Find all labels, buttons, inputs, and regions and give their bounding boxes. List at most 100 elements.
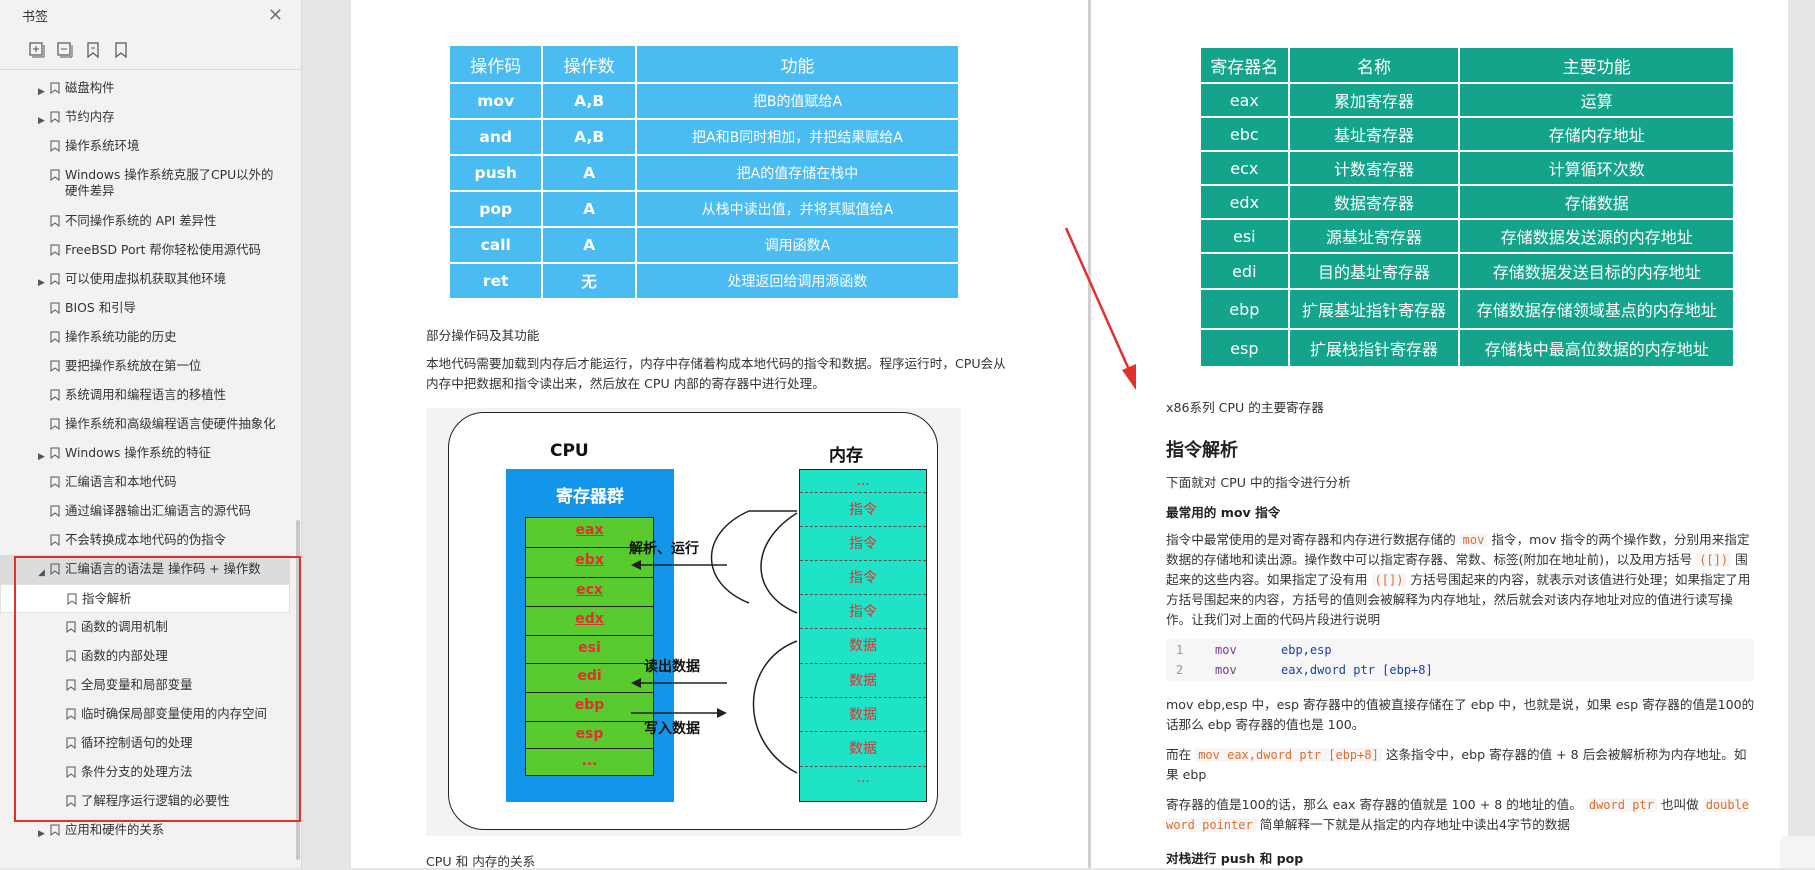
cpu-title: CPU	[550, 441, 589, 461]
sidebar-item[interactable]: 汇编语言和本地代码	[0, 468, 290, 497]
sidebar-item-label: 应用和硬件的关系	[65, 822, 165, 837]
bookmark-icon	[50, 824, 60, 836]
bookmark-icon[interactable]	[112, 41, 130, 59]
sidebar-item[interactable]: 不同操作系统的 API 差异性	[0, 207, 290, 236]
sidebar-item[interactable]: ▶ 可以使用虚拟机获取其他环境	[0, 265, 290, 294]
sidebar-item[interactable]: 不会转换成本地代码的伪指令	[0, 526, 290, 555]
text: 简单解释一下就是从指定的内存地址中读出4字节的数据	[1259, 817, 1570, 832]
bookmark-icon	[50, 215, 60, 227]
sidebar-item[interactable]: ▶ 应用和硬件的关系	[0, 816, 290, 845]
register-cell: ...	[526, 748, 653, 774]
opcode-table-cell: 把B的值赋给A	[634, 82, 961, 120]
bookmark-icon	[50, 111, 60, 123]
sidebar-item[interactable]: ▶Windows 操作系统的特征	[0, 439, 290, 468]
sidebar-item[interactable]: 操作系统功能的历史	[0, 323, 290, 352]
opcode-table-cell: A	[541, 190, 637, 228]
collapsed-arrow-icon[interactable]: ▶	[38, 829, 45, 839]
inline-code: mov eax,dword ptr [ebp+8]	[1195, 748, 1382, 762]
opcode-table-cell: and	[447, 118, 544, 156]
sidebar-item-label: 可以使用虚拟机获取其他环境	[65, 271, 227, 286]
register-group-title: 寄存器群	[556, 487, 624, 507]
code-args: eax,dword ptr [ebp+8]	[1281, 663, 1433, 677]
sidebar-item[interactable]: 系统调用和编程语言的移植性	[0, 381, 290, 410]
paragraph-mov: 指令中最常使用的是对寄存器和内存进行数据存储的 mov 指令，mov 指令的两个…	[1166, 530, 1756, 630]
bookmark-icon	[66, 766, 76, 778]
line-number: 2	[1176, 663, 1184, 677]
diagram-arrows	[631, 510, 798, 774]
sidebar-item-label: 条件分支的处理方法	[81, 764, 193, 779]
sidebar-toolbar	[0, 30, 301, 70]
sidebar-item-label: FreeBSD Port 帮你轻松使用源代码	[65, 242, 261, 257]
sidebar-item[interactable]: 全局变量和局部变量	[0, 671, 290, 700]
sidebar-scrollbar[interactable]	[296, 520, 300, 860]
arrow-label-parse-run: 解析、运行	[629, 541, 699, 557]
register-cell: ebp	[526, 692, 653, 718]
arrow-label-write-data: 写入数据	[644, 721, 700, 737]
sidebar-item[interactable]: 临时确保局部变量使用的内存空间	[0, 700, 290, 729]
register-cell: esp	[526, 721, 653, 747]
sidebar-item[interactable]: 操作系统环境	[0, 132, 290, 161]
collapsed-arrow-icon[interactable]: ▶	[38, 116, 45, 126]
sidebar-item[interactable]: 条件分支的处理方法	[0, 758, 290, 787]
sidebar-item-label: 函数的调用机制	[81, 619, 168, 634]
subheading-push-pop: 对栈进行 push 和 pop	[1166, 851, 1304, 866]
sidebar-item[interactable]: 要把操作系统放在第一位	[0, 352, 290, 381]
text: 指令中最常使用的是对寄存器和内存进行数据存储的	[1166, 532, 1456, 547]
sidebar-item[interactable]: ▶节约内存	[0, 103, 290, 132]
text: 也叫做	[1660, 797, 1699, 812]
collapse-all-icon[interactable]	[56, 41, 74, 59]
register-table-cell: 目的基址寄存器	[1287, 252, 1461, 290]
sidebar-item-label: 指令解析	[82, 591, 132, 606]
sidebar-item[interactable]: FreeBSD Port 帮你轻松使用源代码	[0, 236, 290, 265]
bookmark-icon	[50, 447, 60, 459]
register-cell: eax	[575, 522, 604, 538]
sidebar-item[interactable]: 通过编译器输出汇编语言的源代码	[0, 497, 290, 526]
opcode-table-cell: 从栈中读出值，并将其赋值给A	[634, 190, 961, 228]
collapsed-arrow-icon[interactable]: ▶	[38, 452, 45, 462]
sidebar-item[interactable]: 函数的内部处理	[0, 642, 290, 671]
sidebar-item[interactable]: BIOS 和引导	[0, 294, 290, 323]
register-table-cell: 存储内存地址	[1458, 116, 1735, 152]
collapsed-arrow-icon[interactable]: ▶	[38, 278, 45, 288]
paragraph-mov-ebp: mov ebp,esp 中，esp 寄存器中的值被直接存储在了 ebp 中，也就…	[1166, 697, 1755, 732]
close-icon[interactable]: ✕	[267, 4, 283, 26]
bookmark-icon	[67, 593, 77, 605]
sidebar-item[interactable]: 指令解析	[0, 584, 290, 613]
paragraph-native-code: 本地代码需要加载到内存后才能运行，内存中存储着构成本地代码的指令和数据。程序运行…	[426, 356, 1006, 391]
section-intro: 下面就对 CPU 中的指令进行分析	[1166, 475, 1351, 490]
sidebar-item-label: 操作系统和高级编程语言使硬件抽象化	[65, 416, 276, 431]
opcode-table-cell: 调用函数A	[634, 226, 961, 264]
opcode-table-header-cell: 操作数	[541, 44, 637, 84]
bookmark-icon	[50, 563, 60, 575]
expand-all-icon[interactable]	[28, 41, 46, 59]
add-bookmark-icon[interactable]	[84, 41, 102, 59]
sidebar-item[interactable]: 了解程序运行逻辑的必要性	[0, 787, 290, 816]
sidebar-item-label: 临时确保局部变量使用的内存空间	[81, 706, 267, 721]
collapsed-arrow-icon[interactable]: ▶	[38, 87, 45, 97]
sidebar-item-label: 汇编语言的语法是 操作码 + 操作数	[65, 561, 261, 576]
bookmark-icon	[50, 302, 60, 314]
sidebar-item[interactable]: 函数的调用机制	[0, 613, 290, 642]
sidebar-item[interactable]: ▶磁盘构件	[0, 74, 290, 103]
memory-cell: ...	[800, 766, 926, 788]
corner-button[interactable]	[1780, 836, 1815, 868]
opcode-table-cell: 把A的值存储在栈中	[634, 154, 961, 192]
sidebar-item[interactable]: 操作系统和高级编程语言使硬件抽象化	[0, 410, 290, 439]
register-table-cell: 基址寄存器	[1287, 116, 1461, 152]
expanded-arrow-icon[interactable]: ◢	[38, 568, 45, 578]
sidebar-item[interactable]: Windows 操作系统克服了CPU以外的硬件差异	[0, 161, 290, 207]
page-divider	[1088, 0, 1091, 868]
memory-cell: 数据	[800, 697, 926, 731]
memory-box: ...指令指令指令指令数据数据数据数据...	[799, 469, 927, 802]
sidebar-item[interactable]: 循环控制语句的处理	[0, 729, 290, 758]
register-table-cell: edi	[1199, 252, 1290, 290]
sidebar-item[interactable]: ◢ 汇编语言的语法是 操作码 + 操作数	[0, 555, 290, 584]
